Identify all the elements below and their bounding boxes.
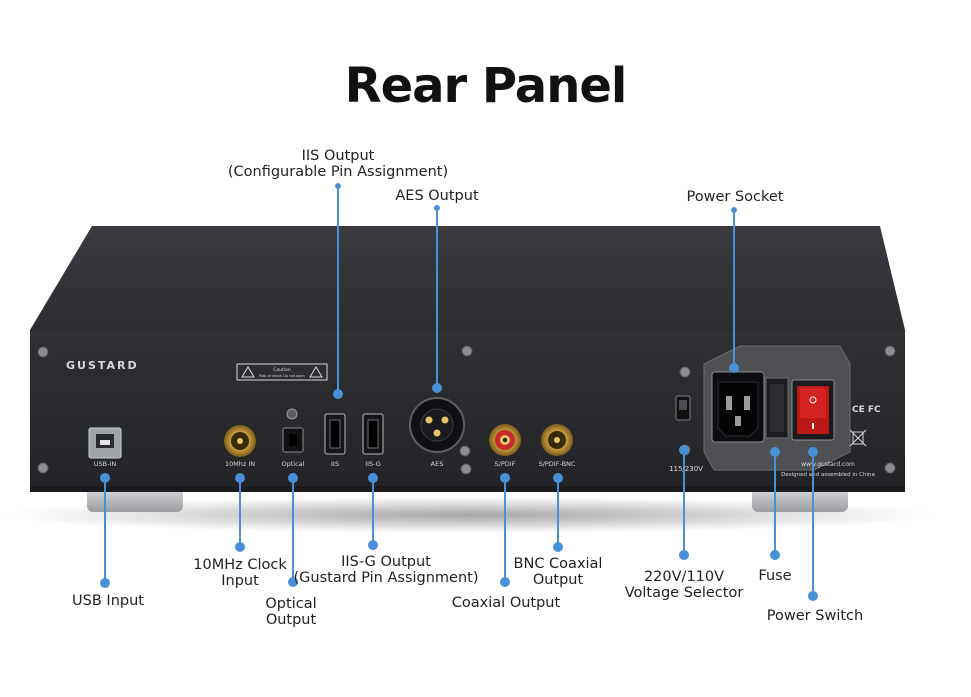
spdif-bnc-port[interactable] bbox=[541, 424, 573, 456]
optical-port[interactable] bbox=[282, 408, 304, 453]
callout-fuse-line1: Fuse bbox=[758, 568, 792, 584]
callout-voltage-selector: 220V/110V Voltage Selector bbox=[625, 569, 744, 601]
callout-usb-input-line1: USB Input bbox=[72, 593, 144, 609]
callout-clock-input-line2: Input bbox=[221, 573, 259, 589]
callout-optical-output: Optical Output bbox=[265, 596, 316, 628]
voltage-label: 115/230V bbox=[669, 465, 703, 473]
aes-port-label: AES bbox=[431, 460, 444, 468]
voltage-selector-switch[interactable] bbox=[675, 395, 691, 421]
fuse-holder[interactable] bbox=[765, 377, 789, 439]
callout-aes-output: AES Output bbox=[395, 188, 478, 204]
callout-iisg-output-line2: (Gustard Pin Assignment) bbox=[293, 570, 479, 586]
caution-heading: Caution bbox=[273, 367, 291, 373]
chassis-shadow bbox=[0, 497, 940, 533]
chassis-top bbox=[30, 226, 905, 330]
caution-sticker: Caution Risk of shock Do not open bbox=[236, 363, 328, 381]
callout-bnc-output: BNC Coaxial Output bbox=[514, 556, 603, 588]
callout-power-switch-line1: Power Switch bbox=[766, 608, 864, 624]
callout-fuse: Fuse bbox=[758, 568, 791, 584]
callout-coaxial-output-line1: Coaxial Output bbox=[451, 595, 561, 611]
callout-coaxial-output: Coaxial Output bbox=[452, 595, 560, 611]
callout-clock-input-line1: 10MHz Clock bbox=[193, 557, 287, 573]
callout-iisg-output: IIS-G Output (Gustard Pin Assignment) bbox=[293, 554, 478, 586]
caution-text: Risk of shock Do not open bbox=[259, 374, 305, 378]
weee-icon bbox=[849, 429, 867, 447]
spdif-bnc-port-label: S/PDIF-BNC bbox=[539, 460, 576, 468]
callout-optical-output-line2: Output bbox=[265, 612, 317, 628]
callout-lines bbox=[104, 185, 814, 596]
usb-port[interactable] bbox=[88, 427, 122, 459]
callout-power-socket: Power Socket bbox=[687, 189, 784, 205]
page-title: Rear Panel bbox=[344, 58, 628, 114]
callout-clock-input: 10MHz Clock Input bbox=[193, 557, 286, 589]
callout-usb-input: USB Input bbox=[72, 593, 144, 609]
power-switch[interactable] bbox=[791, 379, 835, 441]
website-label: www.gustard.com bbox=[801, 461, 855, 468]
left-foot bbox=[87, 488, 183, 512]
callout-iis-output-line1: IIS Output bbox=[301, 148, 375, 164]
spdif-port-label: S/PDIF bbox=[495, 460, 516, 468]
callout-aes-output-line1: AES Output bbox=[395, 188, 479, 204]
spdif-rca-port[interactable] bbox=[489, 424, 521, 456]
callout-iisg-output-line1: IIS-G Output bbox=[341, 554, 431, 570]
made-in-label: Designed and assembled in China bbox=[781, 472, 875, 478]
iis-port-label: IIS bbox=[331, 460, 339, 468]
callout-optical-output-line1: Optical bbox=[265, 596, 317, 612]
brand-logo: GUSTARD bbox=[66, 359, 139, 372]
callout-power-switch: Power Switch bbox=[767, 608, 863, 624]
iisg-port-label: IIS-G bbox=[365, 460, 381, 468]
cert-marks: CE FC bbox=[852, 405, 881, 415]
callout-dots bbox=[100, 183, 818, 601]
callout-voltage-selector-line2: Voltage Selector bbox=[624, 585, 744, 601]
clock-bnc-port[interactable] bbox=[224, 425, 256, 457]
iisg-hdmi-port[interactable] bbox=[362, 413, 384, 455]
aes-xlr-port[interactable] bbox=[409, 397, 465, 453]
callout-bnc-output-line2: Output bbox=[532, 572, 584, 588]
clock-port-label: 10Mhz IN bbox=[225, 460, 255, 468]
usb-port-label: USB-IN bbox=[94, 460, 117, 468]
iis-hdmi-port[interactable] bbox=[324, 413, 346, 455]
power-socket[interactable] bbox=[711, 371, 765, 443]
callout-voltage-selector-line1: 220V/110V bbox=[643, 569, 725, 585]
callout-bnc-output-line1: BNC Coaxial bbox=[513, 556, 603, 572]
callout-iis-output-line2: (Configurable Pin Assignment) bbox=[227, 164, 449, 180]
callout-power-socket-line1: Power Socket bbox=[686, 189, 784, 205]
optical-port-label: Optical bbox=[282, 460, 305, 468]
callout-iis-output: IIS Output (Configurable Pin Assignment) bbox=[228, 148, 448, 180]
